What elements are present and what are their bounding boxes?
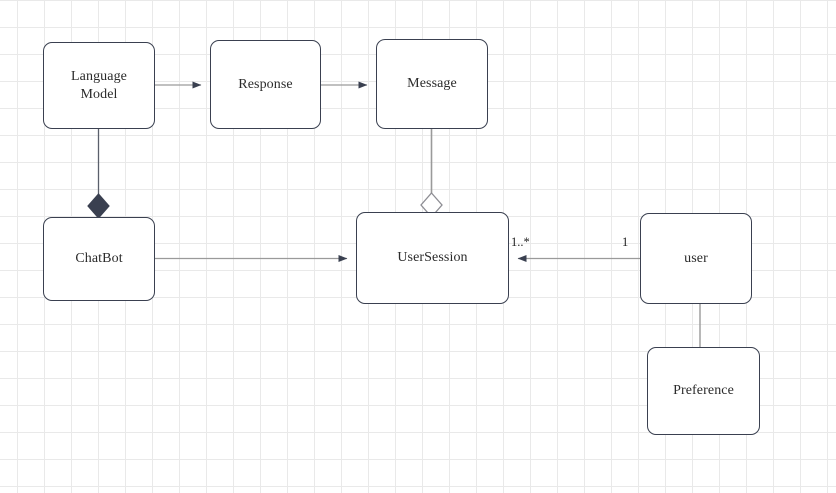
edge-message-to-usersession (420, 129, 443, 218)
node-chatbot-label: ChatBot (75, 251, 123, 266)
node-preference[interactable]: Preference (647, 347, 760, 435)
node-message[interactable]: Message (376, 39, 488, 129)
node-usersession[interactable]: UserSession (356, 212, 509, 304)
node-preference-label: Preference (673, 383, 734, 398)
node-usersession-label: UserSession (397, 250, 468, 265)
node-user[interactable]: user (640, 213, 752, 304)
node-message-label: Message (407, 76, 457, 91)
node-language-model[interactable]: Language Model (43, 42, 155, 129)
node-chatbot[interactable]: ChatBot (43, 217, 155, 301)
edge-label-multiplicity-one: 1 (622, 235, 629, 249)
node-language-model-label: Language Model (71, 68, 127, 102)
node-response-label: Response (238, 76, 293, 92)
edge-language-model-to-chatbot (87, 129, 110, 219)
node-response[interactable]: Response (210, 40, 321, 129)
edge-label-multiplicity-many: 1..* (511, 235, 530, 249)
node-user-label: user (684, 250, 708, 266)
composition-diamond-icon (87, 193, 110, 219)
